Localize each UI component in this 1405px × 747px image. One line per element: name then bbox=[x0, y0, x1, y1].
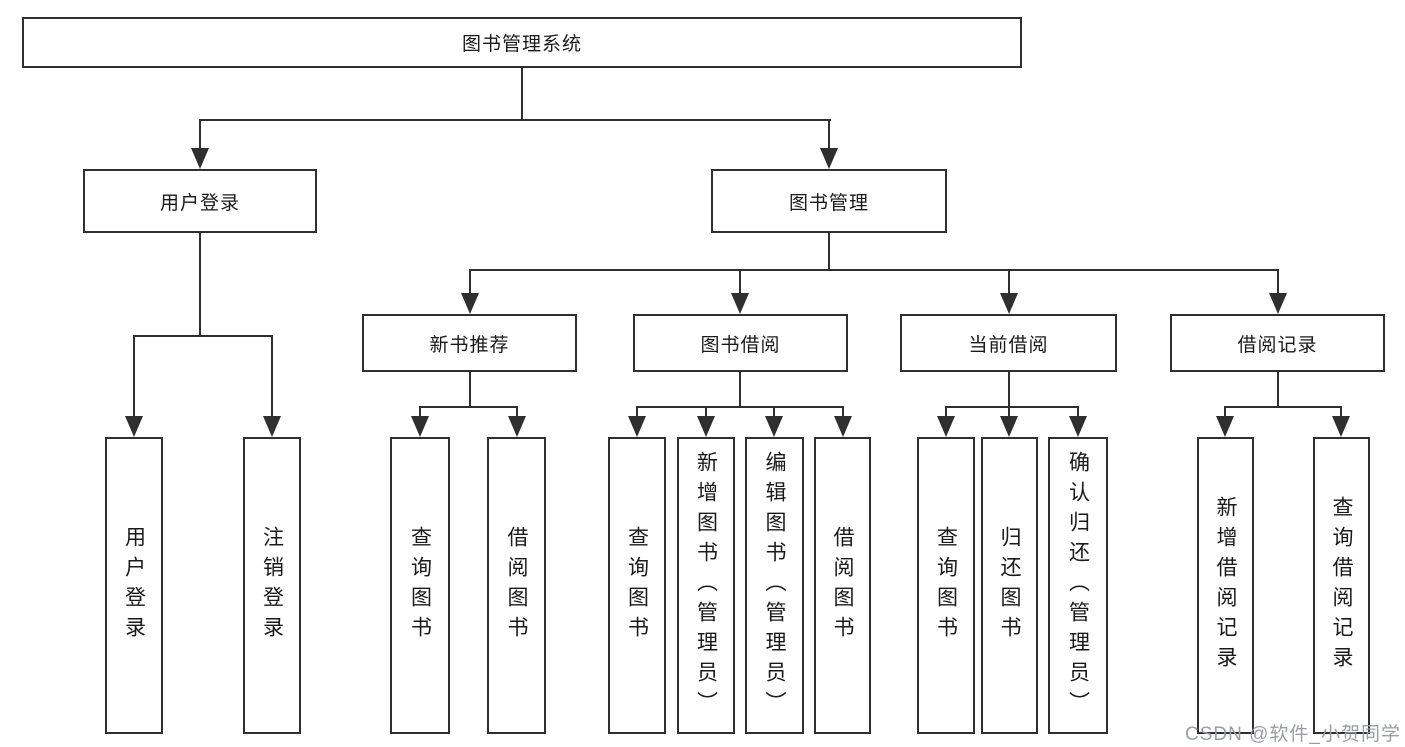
leaf-nb-query-books: 查询图书 bbox=[390, 437, 450, 734]
leaf-br-query-record: 查询借阅记录 bbox=[1313, 437, 1370, 734]
leaf-nb-query-books-label: 查询图书 bbox=[408, 525, 432, 646]
arrowhead-down-icon bbox=[191, 148, 209, 169]
arrowhead-down-icon bbox=[411, 416, 429, 437]
node-book-borrow: 图书借阅 bbox=[633, 314, 848, 372]
leaf-cb-confirm-return-admin-label: 确认归还（管理员） bbox=[1066, 450, 1090, 721]
arrowhead-down-icon bbox=[1000, 293, 1018, 314]
node-current-borrow-label: 当前借阅 bbox=[968, 334, 1049, 356]
connector-root-stem bbox=[521, 68, 523, 121]
arrowhead-down-icon bbox=[765, 416, 783, 437]
arrowhead-down-icon bbox=[1332, 416, 1350, 437]
connector-leaf-stem bbox=[1224, 406, 1226, 417]
connector-book-mgmt-stem bbox=[828, 119, 830, 150]
connector-leaf-stem bbox=[1008, 406, 1010, 417]
node-current-borrow: 当前借阅 bbox=[900, 314, 1117, 372]
connector-leaf-stem bbox=[945, 406, 947, 417]
connector-book-borrow-stem bbox=[739, 269, 741, 294]
connector-leaf-stem bbox=[636, 406, 638, 417]
connector-book-mgmt-down bbox=[828, 233, 830, 271]
node-book-mgmt-label: 图书管理 bbox=[788, 192, 869, 214]
connector-borrow-record-split bbox=[1224, 406, 1342, 408]
leaf-cb-query-books: 查询图书 bbox=[917, 437, 975, 734]
arrowhead-down-icon bbox=[1216, 416, 1234, 437]
node-book-borrow-label: 图书借阅 bbox=[700, 334, 781, 356]
leaf-bb-query-books: 查询图书 bbox=[608, 437, 666, 734]
connector-new-book-split bbox=[419, 406, 518, 408]
leaf-br-add-record-label: 新增借阅记录 bbox=[1214, 495, 1237, 676]
connector-leaf-stem bbox=[1077, 406, 1079, 417]
connector-borrow-record-stem bbox=[1277, 269, 1279, 294]
leaf-bb-borrow-books-label: 借阅图书 bbox=[831, 525, 854, 646]
leaf-bb-add-books-admin-label: 新增图书（管理员） bbox=[694, 450, 718, 721]
leaf-cb-confirm-return-admin: 确认归还（管理员） bbox=[1048, 437, 1108, 734]
node-new-book-recommend: 新书推荐 bbox=[362, 314, 577, 372]
watermark: CSDN @软件_小贺同学 bbox=[1185, 724, 1401, 745]
node-book-mgmt: 图书管理 bbox=[711, 169, 947, 233]
connector-book-borrow-down bbox=[739, 372, 741, 408]
node-new-book-label: 新书推荐 bbox=[429, 334, 510, 356]
connector-new-book-down bbox=[469, 372, 471, 408]
leaf-bb-query-books-label: 查询图书 bbox=[625, 525, 649, 646]
connector-book-borrow-split bbox=[636, 406, 844, 408]
arrowhead-down-icon bbox=[697, 416, 715, 437]
arrowhead-down-icon bbox=[1069, 416, 1087, 437]
arrowhead-down-icon bbox=[508, 416, 526, 437]
leaf-logout-login-label: 注销登录 bbox=[260, 525, 284, 646]
leaf-cb-return-books: 归还图书 bbox=[981, 437, 1038, 734]
node-user-login-label: 用户登录 bbox=[159, 192, 240, 214]
leaf-bb-edit-books-admin-label: 编辑图书（管理员） bbox=[763, 450, 786, 721]
arrowhead-down-icon bbox=[834, 416, 852, 437]
leaf-bb-edit-books-admin: 编辑图书（管理员） bbox=[745, 437, 804, 734]
leaf-user-login-label: 用户登录 bbox=[122, 525, 146, 646]
connector-leaf-stem bbox=[516, 406, 518, 417]
connector-leaf-stem bbox=[419, 406, 421, 417]
leaf-nb-borrow-books: 借阅图书 bbox=[487, 437, 546, 734]
connector-user-login-split bbox=[133, 335, 273, 337]
connector-user-login-stem bbox=[199, 119, 201, 150]
leaf-bb-borrow-books: 借阅图书 bbox=[814, 437, 871, 734]
connector-new-book-stem bbox=[469, 269, 471, 294]
leaf-logout-login: 注销登录 bbox=[243, 437, 301, 734]
connector-leaf-stem bbox=[1340, 406, 1342, 417]
node-borrow-record-label: 借阅记录 bbox=[1237, 334, 1318, 356]
connector-leaf-user-login-stem bbox=[133, 335, 135, 417]
connector-root-split bbox=[199, 119, 831, 121]
connector-user-login-down bbox=[199, 233, 201, 337]
leaf-cb-query-books-label: 查询图书 bbox=[934, 525, 958, 646]
connector-current-borrow-split bbox=[945, 406, 1079, 408]
connector-borrow-record-down bbox=[1277, 372, 1279, 408]
connector-leaf-stem bbox=[773, 406, 775, 417]
leaf-nb-borrow-books-label: 借阅图书 bbox=[505, 525, 528, 646]
leaf-br-query-record-label: 查询借阅记录 bbox=[1330, 495, 1353, 676]
node-library-system: 图书管理系统 bbox=[22, 17, 1022, 68]
connector-leaf-stem bbox=[705, 406, 707, 417]
arrowhead-down-icon bbox=[937, 416, 955, 437]
connector-current-borrow-down bbox=[1008, 372, 1010, 408]
node-user-login: 用户登录 bbox=[83, 169, 317, 233]
arrowhead-down-icon bbox=[461, 293, 479, 314]
connector-current-borrow-stem bbox=[1008, 269, 1010, 294]
node-borrow-record: 借阅记录 bbox=[1170, 314, 1385, 372]
arrowhead-down-icon bbox=[1269, 293, 1287, 314]
arrowhead-down-icon bbox=[1000, 416, 1018, 437]
leaf-bb-add-books-admin: 新增图书（管理员） bbox=[677, 437, 735, 734]
connector-book-mgmt-split bbox=[469, 269, 1279, 271]
arrowhead-down-icon bbox=[628, 416, 646, 437]
arrowhead-down-icon bbox=[263, 416, 281, 437]
arrowhead-down-icon bbox=[125, 416, 143, 437]
leaf-br-add-record: 新增借阅记录 bbox=[1197, 437, 1254, 734]
node-library-system-label: 图书管理系统 bbox=[461, 34, 582, 55]
leaf-cb-return-books-label: 归还图书 bbox=[998, 525, 1021, 646]
leaf-user-login: 用户登录 bbox=[105, 437, 163, 734]
connector-leaf-logout-stem bbox=[271, 335, 273, 417]
connector-leaf-stem bbox=[842, 406, 844, 417]
arrowhead-down-icon bbox=[731, 293, 749, 314]
arrowhead-down-icon bbox=[820, 148, 838, 169]
